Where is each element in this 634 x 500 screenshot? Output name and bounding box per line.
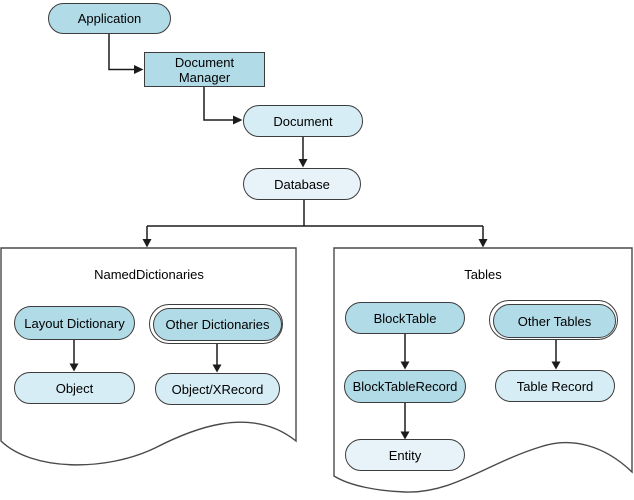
node-document: Document: [243, 105, 363, 137]
node-entity: Entity: [345, 439, 465, 471]
node-block-table-label: BlockTable: [373, 310, 437, 326]
node-block-table: BlockTable: [345, 302, 465, 334]
connector-other-dictionaries-to-object-xrecord: [212, 344, 222, 373]
node-document-label: Document: [273, 113, 333, 129]
tables-panel-title: Tables: [464, 267, 502, 282]
node-layout-dictionary: Layout Dictionary: [14, 306, 135, 340]
node-table-record-label: Table Record: [516, 378, 594, 394]
node-database: Database: [243, 168, 361, 200]
node-document-manager-label-line1: Document: [174, 54, 235, 70]
node-other-dictionaries: Other Dictionaries: [153, 308, 282, 341]
named-dictionaries-panel-outline: [0, 247, 297, 466]
node-layout-dictionary-label: Layout Dictionary: [24, 315, 125, 331]
node-entity-label: Entity: [388, 447, 422, 463]
node-other-tables: Other Tables: [493, 304, 616, 338]
node-object-xrecord-label: Object/XRecord: [171, 381, 264, 397]
connector-database-branch: [142, 200, 488, 248]
node-object-label: Object: [55, 380, 94, 396]
node-document-manager-label-line2: Manager: [178, 69, 231, 85]
other-dictionaries-stack-outline: [149, 304, 283, 344]
connector-other-tables-to-table-record: [551, 339, 561, 370]
node-application-label: Application: [77, 11, 142, 26]
node-block-table-record: BlockTableRecord: [344, 370, 466, 403]
other-tables-stack-outline: [489, 300, 618, 340]
connector-application-to-document-manager: [108, 34, 144, 74]
connector-document-manager-to-document: [203, 87, 243, 125]
node-other-tables-label: Other Tables: [517, 313, 592, 329]
node-table-record: Table Record: [495, 370, 615, 402]
node-object-xrecord: Object/XRecord: [155, 373, 280, 405]
node-document-manager: Document Manager: [144, 52, 265, 87]
node-application: Application: [48, 3, 171, 34]
node-other-dictionaries-label: Other Dictionaries: [165, 317, 270, 332]
connector-block-table-to-block-table-record: [400, 334, 410, 370]
node-database-label: Database: [274, 176, 330, 192]
connector-block-table-record-to-entity: [400, 403, 410, 440]
node-object: Object: [14, 372, 135, 404]
connector-layout-dictionary-to-object: [69, 340, 79, 372]
named-dictionaries-panel-title: NamedDictionaries: [94, 267, 204, 282]
connector-document-to-database: [298, 137, 308, 168]
node-block-table-record-label: BlockTableRecord: [352, 379, 458, 394]
